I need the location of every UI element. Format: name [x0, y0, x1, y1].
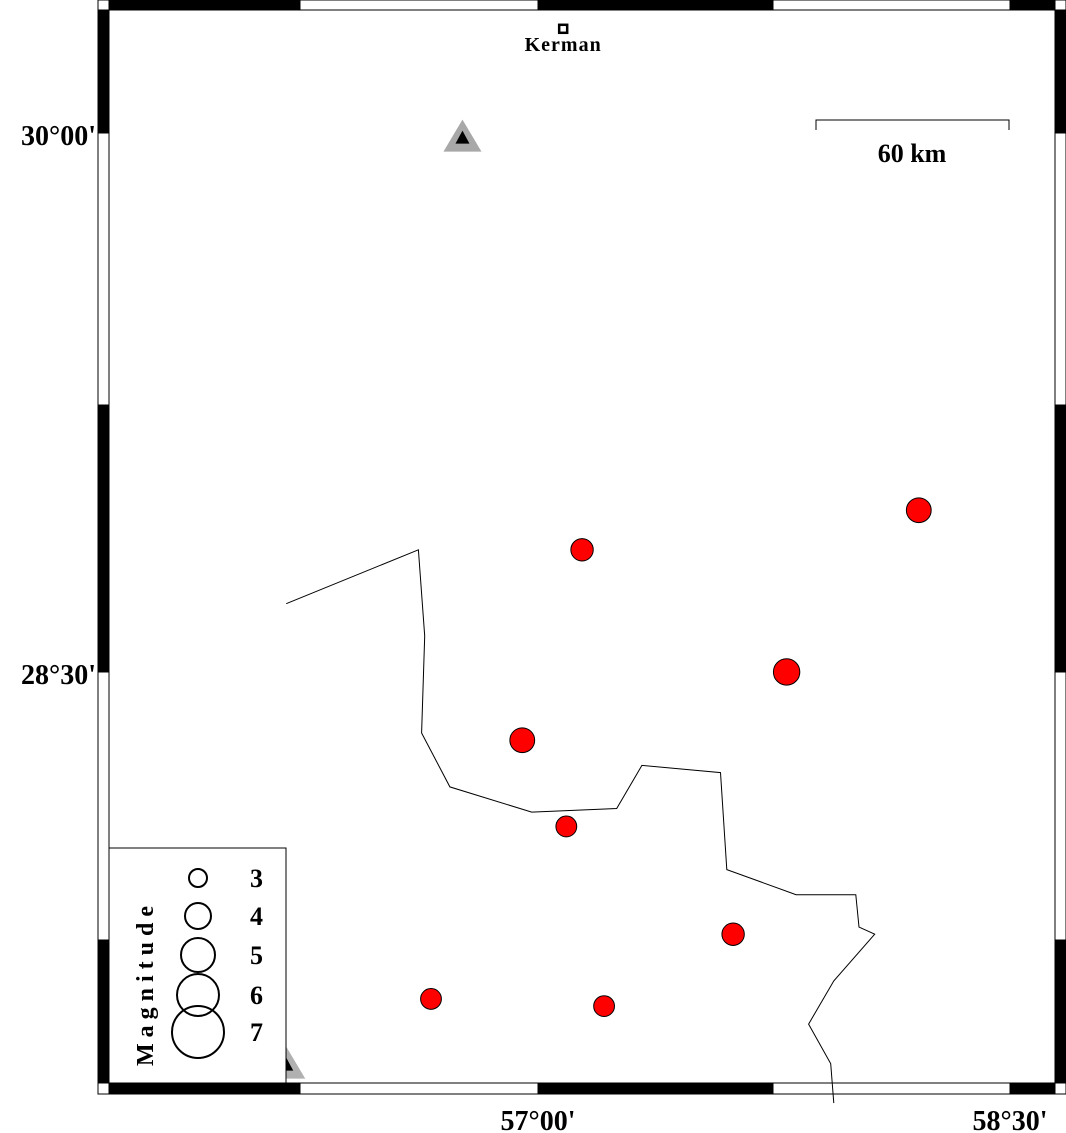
earthquake-event[interactable]: [420, 988, 442, 1010]
frame-segment: [97, 132, 110, 406]
legend-label: 7: [250, 1018, 263, 1047]
earthquake-event[interactable]: [570, 538, 594, 562]
earthquake-event[interactable]: [905, 497, 932, 524]
city-marker-icon: [557, 23, 569, 35]
legend: Magnitude 3 4 5 6 7: [108, 847, 287, 1084]
frame-segment: [537, 0, 774, 11]
legend-circle: [176, 973, 220, 1017]
scale-bar: 60 km: [815, 119, 1010, 168]
legend-label: 6: [250, 981, 263, 1010]
axis-labels: 57°00' 58°30' 30°00' 28°30': [21, 121, 1048, 1133]
earthquake-event[interactable]: [772, 658, 801, 686]
lat-tick-label: 28°30': [21, 660, 96, 691]
frame-segment: [772, 1082, 1011, 1095]
legend-circle: [180, 937, 216, 973]
frame-segment: [97, 671, 110, 941]
legend-circle: [171, 1005, 225, 1059]
lon-tick-label: 58°30': [973, 1106, 1048, 1133]
earthquake-event[interactable]: [721, 922, 745, 946]
legend-label: 3: [250, 864, 263, 893]
frame-segment: [1054, 671, 1066, 941]
frame-segment: [1054, 132, 1066, 406]
earthquake-event[interactable]: [555, 815, 578, 838]
city-label: Kerman: [525, 34, 602, 56]
frame-segment: [299, 1082, 539, 1095]
frame-segment: [97, 404, 110, 673]
legend-circle: [188, 868, 208, 888]
frame-segment: [1054, 939, 1066, 1084]
plot-area: Kerman 60 km Magnitude 3 4 5 6 7: [108, 23, 1010, 1104]
frame-segment: [1054, 404, 1066, 673]
frame-segment: [772, 0, 1011, 11]
scale-bar-line: [815, 119, 1010, 130]
frame-segment: [97, 9, 110, 134]
frame-segment: [1009, 1082, 1056, 1095]
lon-tick-label: 57°00': [501, 1106, 576, 1133]
legend-circle: [184, 902, 212, 930]
lat-tick-label: 30°00': [21, 121, 96, 152]
frame-segment: [1009, 0, 1056, 11]
legend-label: 5: [250, 941, 263, 970]
legend-label: 4: [250, 902, 263, 931]
frame-segment: [1054, 9, 1066, 134]
frame-segment: [97, 939, 110, 1084]
province-boundary: [286, 549, 876, 1104]
earthquake-event[interactable]: [509, 727, 536, 754]
frame-segment: [108, 0, 301, 11]
frame-segment: [299, 0, 539, 11]
earthquake-events: [420, 497, 932, 1017]
legend-title: Magnitude: [133, 900, 159, 1066]
frame-segment: [537, 1082, 774, 1095]
frame-segment: [108, 1082, 301, 1095]
scale-bar-label: 60 km: [878, 139, 947, 168]
station-inner-icon: [455, 130, 470, 144]
earthquake-event[interactable]: [593, 995, 615, 1017]
city-kerman: Kerman: [525, 23, 602, 56]
